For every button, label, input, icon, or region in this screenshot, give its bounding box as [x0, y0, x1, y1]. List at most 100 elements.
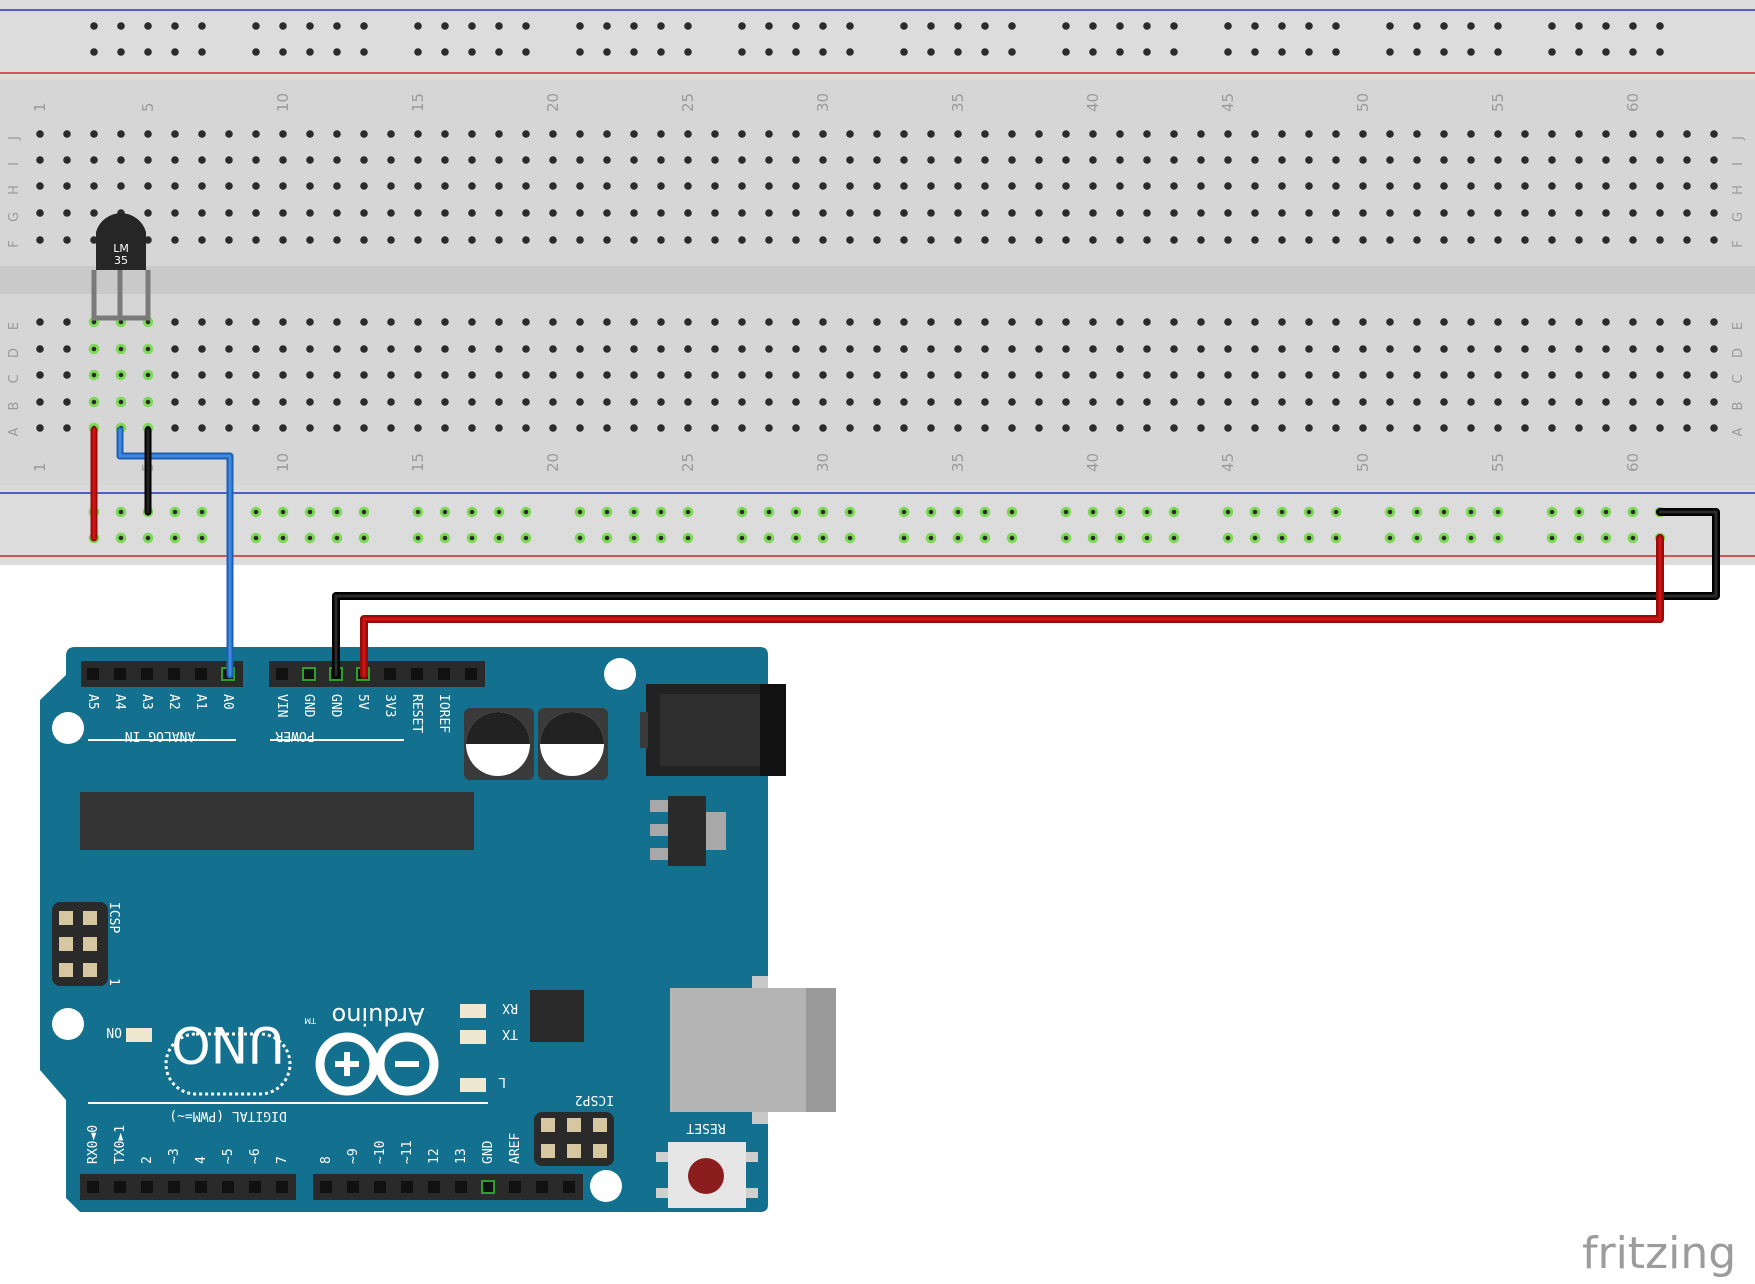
- breadboard-hole: [90, 182, 98, 190]
- breadboard-hole: [306, 424, 314, 432]
- breadboard-hole: [198, 236, 206, 244]
- breadboard-hole: [1170, 318, 1178, 326]
- breadboard-hole: [576, 424, 584, 432]
- breadboard-hole: [1710, 398, 1718, 406]
- header-pin: [276, 1181, 288, 1193]
- breadboard-hole: [1548, 209, 1556, 217]
- breadboard-hole: [1251, 130, 1259, 138]
- rail-hole: [414, 48, 422, 56]
- breadboard-hole: [1089, 345, 1097, 353]
- breadboard-hole: [495, 318, 503, 326]
- breadboard-hole: [1278, 345, 1286, 353]
- rail-hole: [1305, 48, 1313, 56]
- breadboard-hole: [279, 182, 287, 190]
- pin-label: ~5: [221, 1148, 236, 1164]
- breadboard-hole: [1224, 236, 1232, 244]
- breadboard-hole: [144, 130, 152, 138]
- breadboard-hole: [36, 345, 44, 353]
- breadboard-hole: [1629, 236, 1637, 244]
- rail-hole: [576, 22, 584, 30]
- breadboard-hole: [1386, 130, 1394, 138]
- breadboard-hole: [819, 424, 827, 432]
- breadboard-hole: [1062, 182, 1070, 190]
- breadboard-hole: [1710, 371, 1718, 379]
- breadboard-hole: [981, 345, 989, 353]
- rail-hole: [142, 532, 154, 544]
- breadboard-hole: [1008, 236, 1016, 244]
- row-letter: D: [1731, 348, 1746, 358]
- rail-hole: [1305, 22, 1313, 30]
- breadboard-hole: [468, 182, 476, 190]
- breadboard-hole: [495, 236, 503, 244]
- rail-hole: [819, 48, 827, 56]
- usb-chip: [530, 990, 584, 1042]
- breadboard-hole: [1602, 156, 1610, 164]
- breadboard-hole: [1467, 345, 1475, 353]
- breadboard-hole: [1521, 156, 1529, 164]
- rail-hole: [1222, 532, 1234, 544]
- breadboard-hole: [1332, 345, 1340, 353]
- rail-hole: [1089, 48, 1097, 56]
- rail-hole: [1060, 506, 1072, 518]
- breadboard-hole: [1575, 345, 1583, 353]
- row-letter: B: [1731, 402, 1746, 411]
- breadboard-hole: [441, 156, 449, 164]
- breadboard-hole: [1683, 371, 1691, 379]
- breadboard-hole: [1467, 130, 1475, 138]
- row-letter: J: [1731, 136, 1746, 141]
- breadboard-hole: [1467, 236, 1475, 244]
- breadboard-hole: [360, 182, 368, 190]
- capacitor: [538, 708, 608, 780]
- rail-hole: [1440, 48, 1448, 56]
- breadboard-hole: [792, 182, 800, 190]
- breadboard-hole: [171, 156, 179, 164]
- breadboard-hole: [468, 130, 476, 138]
- breadboard-hole: [1494, 236, 1502, 244]
- breadboard-hole: [1629, 209, 1637, 217]
- breadboard-hole: [115, 343, 127, 355]
- breadboard-hole: [819, 371, 827, 379]
- uno-label: UNO: [171, 1015, 284, 1073]
- lm35-label-line2: 35: [114, 254, 128, 267]
- breadboard-hole: [1089, 236, 1097, 244]
- breadboard-hole: [819, 182, 827, 190]
- breadboard-hole: [1305, 209, 1313, 217]
- icsp2-label: ICSP2: [575, 1092, 614, 1107]
- breadboard-hole: [1116, 236, 1124, 244]
- rail-hole: [1141, 506, 1153, 518]
- breadboard-hole: [603, 130, 611, 138]
- breadboard-hole: [819, 209, 827, 217]
- rail-hole: [979, 506, 991, 518]
- pin-label: 12: [427, 1148, 442, 1164]
- breadboard-hole: [657, 371, 665, 379]
- breadboard-hole: [1494, 424, 1502, 432]
- voltage-regulator: [650, 796, 726, 866]
- breadboard-hole: [819, 236, 827, 244]
- breadboard-hole: [360, 130, 368, 138]
- breadboard-hole: [414, 182, 422, 190]
- rail-hole: [117, 48, 125, 56]
- breadboard-hole: [1035, 130, 1043, 138]
- column-number: 20: [544, 453, 562, 472]
- breadboard-hole: [549, 398, 557, 406]
- column-number: 35: [949, 453, 967, 472]
- breadboard-hole: [468, 209, 476, 217]
- pin-label: A2: [166, 694, 181, 710]
- breadboard-hole: [1440, 209, 1448, 217]
- rail-hole: [736, 506, 748, 518]
- breadboard-hole: [900, 345, 908, 353]
- rail-hole: [846, 22, 854, 30]
- row-letter: J: [7, 136, 22, 141]
- breadboard-hole: [1008, 424, 1016, 432]
- breadboard-hole: [522, 236, 530, 244]
- breadboard-hole: [873, 182, 881, 190]
- rail-hole: [1575, 48, 1583, 56]
- breadboard-hole: [225, 209, 233, 217]
- breadboard-hole: [684, 209, 692, 217]
- breadboard-hole: [1305, 318, 1313, 326]
- breadboard-hole: [1224, 209, 1232, 217]
- breadboard-hole: [1278, 156, 1286, 164]
- row-letter: I: [7, 162, 22, 166]
- rail-hole: [763, 506, 775, 518]
- breadboard-hole: [1035, 209, 1043, 217]
